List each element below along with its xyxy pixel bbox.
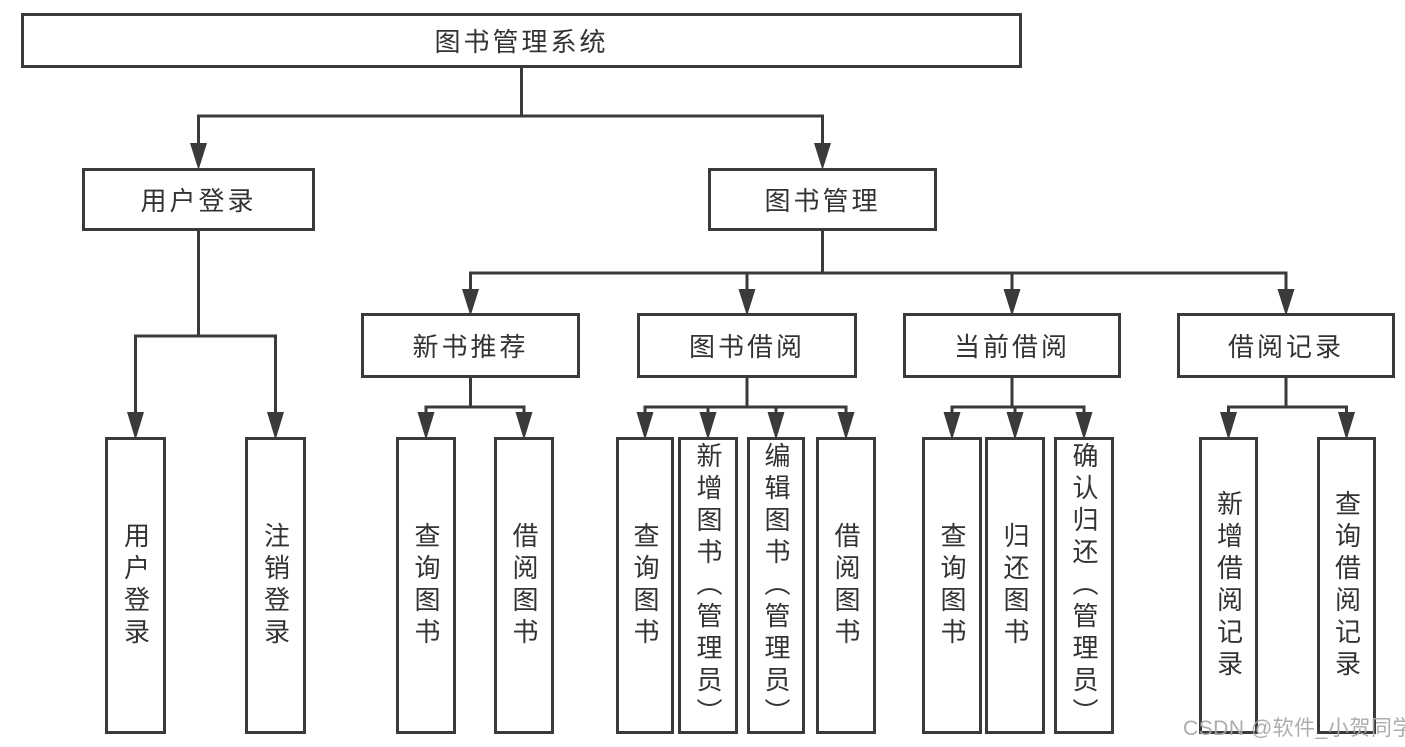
leaf-logout: 注销登录: [245, 437, 306, 734]
leaf-borrow-books-recommend: 借阅图书: [494, 437, 554, 734]
leaf-confirm-return-admin: 确认归还（管理员）: [1054, 437, 1114, 734]
node-book-management: 图书管理: [708, 168, 937, 231]
leaf-add-borrow-record: 新增借阅记录: [1199, 437, 1258, 734]
leaf-edit-book-admin: 编辑图书（管理员）: [747, 437, 805, 734]
node-new-book-recommendation: 新书推荐: [361, 313, 580, 378]
leaf-return-book: 归还图书: [985, 437, 1045, 734]
leaf-query-books-recommend: 查询图书: [396, 437, 456, 734]
leaf-query-borrow-record: 查询借阅记录: [1317, 437, 1376, 734]
leaf-query-books-borrowing: 查询图书: [616, 437, 674, 734]
node-user-login: 用户登录: [82, 168, 315, 231]
leaf-add-book-admin: 新增图书（管理员）: [678, 437, 738, 734]
watermark: CSDN @软件_小贺同学: [1183, 717, 1405, 740]
leaf-user-login: 用户登录: [105, 437, 166, 734]
leaf-query-books-current: 查询图书: [922, 437, 982, 734]
node-book-borrowing: 图书借阅: [637, 313, 857, 378]
node-current-borrowing: 当前借阅: [903, 313, 1121, 378]
leaf-borrow-books-borrowing: 借阅图书: [816, 437, 876, 734]
node-borrowing-records: 借阅记录: [1177, 313, 1395, 378]
node-root: 图书管理系统: [21, 13, 1022, 68]
